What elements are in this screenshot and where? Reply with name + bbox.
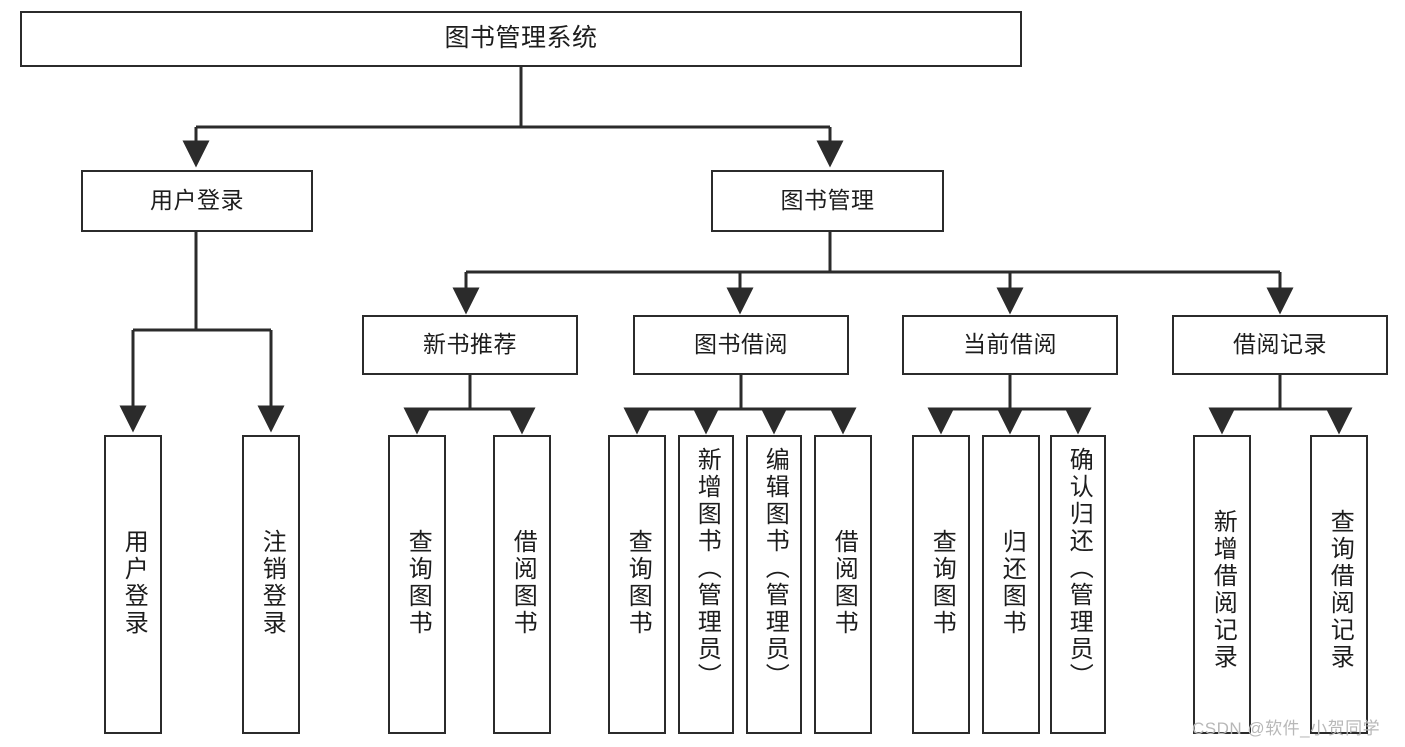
node-user-login[interactable]: 用户登录 <box>81 170 313 232</box>
node-book-borrow[interactable]: 图书借阅 <box>633 315 849 375</box>
node-label: 查询借阅记录 <box>1326 509 1354 671</box>
node-label: 借阅图书 <box>509 529 537 637</box>
leaf-add-borrow-record[interactable]: 新增借阅记录 <box>1193 435 1251 734</box>
node-label: 用户登录 <box>120 529 148 637</box>
watermark-text: CSDN @软件_小贺同学 <box>1192 719 1381 738</box>
node-label: 查询图书 <box>624 529 652 637</box>
node-label: 新增借阅记录 <box>1209 509 1237 671</box>
leaf-borrow-book[interactable]: 借阅图书 <box>814 435 872 734</box>
leaf-return-book[interactable]: 归还图书 <box>982 435 1040 734</box>
node-new-book-recommend[interactable]: 新书推荐 <box>362 315 578 375</box>
node-label: 归还图书 <box>998 529 1026 637</box>
node-label: 新书推荐 <box>423 331 517 358</box>
leaf-edit-book-admin[interactable]: 编辑图书（管理员） <box>746 435 802 734</box>
node-root-book-management-system[interactable]: 图书管理系统 <box>20 11 1022 67</box>
node-label: 用户登录 <box>150 187 244 214</box>
node-book-management[interactable]: 图书管理 <box>711 170 944 232</box>
node-label: 借阅图书 <box>830 529 858 637</box>
leaf-add-book-admin[interactable]: 新增图书（管理员） <box>678 435 734 734</box>
node-current-borrow[interactable]: 当前借阅 <box>902 315 1118 375</box>
node-label: 查询图书 <box>928 529 956 637</box>
node-label: 确认归还（管理员） <box>1065 447 1093 690</box>
node-label: 新增图书（管理员） <box>693 447 721 690</box>
leaf-borrow-book-recommend[interactable]: 借阅图书 <box>493 435 551 734</box>
node-label: 注销登录 <box>258 529 286 637</box>
node-label: 查询图书 <box>404 529 432 637</box>
leaf-query-book-current[interactable]: 查询图书 <box>912 435 970 734</box>
leaf-logout[interactable]: 注销登录 <box>242 435 300 734</box>
node-label: 图书借阅 <box>694 331 788 358</box>
node-label: 当前借阅 <box>963 331 1057 358</box>
leaf-query-book-recommend[interactable]: 查询图书 <box>388 435 446 734</box>
node-label: 图书管理 <box>780 187 875 214</box>
leaf-user-login[interactable]: 用户登录 <box>104 435 162 734</box>
node-borrow-record[interactable]: 借阅记录 <box>1172 315 1388 375</box>
node-label: 图书管理系统 <box>444 24 598 53</box>
node-label: 编辑图书（管理员） <box>761 447 789 690</box>
leaf-query-borrow-record[interactable]: 查询借阅记录 <box>1310 435 1368 734</box>
leaf-confirm-return-admin[interactable]: 确认归还（管理员） <box>1050 435 1106 734</box>
leaf-query-book-borrow[interactable]: 查询图书 <box>608 435 666 734</box>
node-label: 借阅记录 <box>1233 331 1327 358</box>
